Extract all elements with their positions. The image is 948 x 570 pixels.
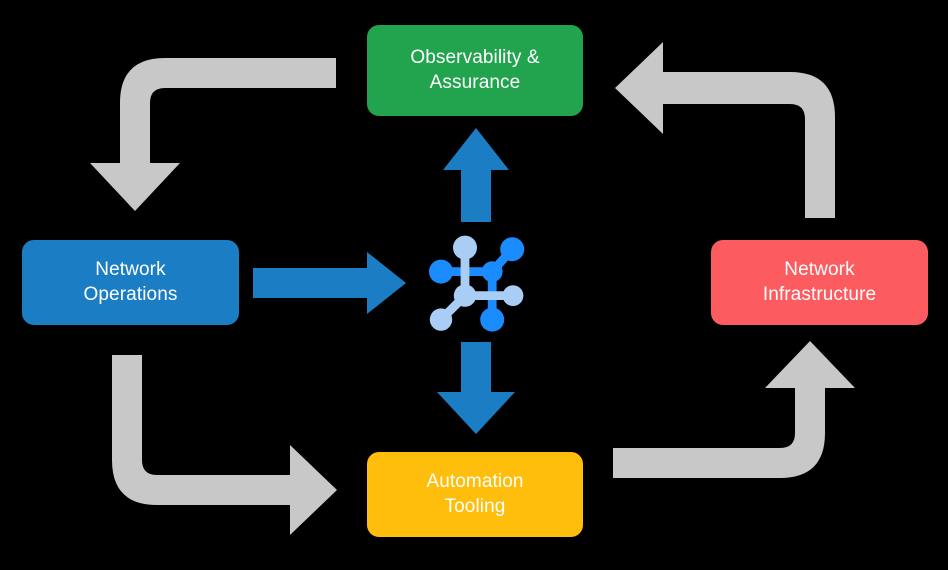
arrow-hub-to-automation bbox=[437, 342, 515, 434]
node-label-automation-tooling: Automation Tooling bbox=[426, 471, 524, 517]
arrow-hub-to-observability bbox=[443, 128, 509, 222]
hub-icon-nodes bbox=[429, 235, 525, 332]
node-label-observability: Observability & Assurance bbox=[410, 47, 540, 93]
arrow-operations-to-automation bbox=[112, 355, 337, 535]
arrow-automation-to-infrastructure bbox=[613, 341, 855, 478]
hub-node-bottomleft bbox=[429, 308, 453, 331]
node-box-observability[interactable]: Observability & Assurance bbox=[367, 25, 583, 116]
arrow-operations-to-hub bbox=[253, 252, 406, 314]
node-label-network-operations: Network Operations bbox=[83, 259, 178, 305]
network-topology-icon bbox=[429, 235, 525, 332]
node-box-network-infrastructure[interactable]: Network Infrastructure bbox=[711, 240, 928, 325]
node-box-automation-tooling[interactable]: Automation Tooling bbox=[367, 452, 583, 537]
hub-icon-edges bbox=[436, 243, 518, 324]
arrow-infrastructure-to-observability bbox=[615, 42, 835, 218]
hub-node-left bbox=[429, 259, 453, 284]
hub-node-midright bbox=[481, 261, 503, 282]
arrow-observability-to-operations bbox=[90, 58, 336, 211]
hub-node-top bbox=[453, 235, 477, 260]
hub-node-right bbox=[502, 285, 524, 306]
hub-node-midleft bbox=[453, 284, 477, 307]
hub-node-topright bbox=[500, 237, 525, 262]
node-label-network-infrastructure: Network Infrastructure bbox=[762, 259, 877, 305]
hub-node-bottom bbox=[480, 307, 505, 332]
node-box-network-operations[interactable]: Network Operations bbox=[22, 240, 239, 325]
